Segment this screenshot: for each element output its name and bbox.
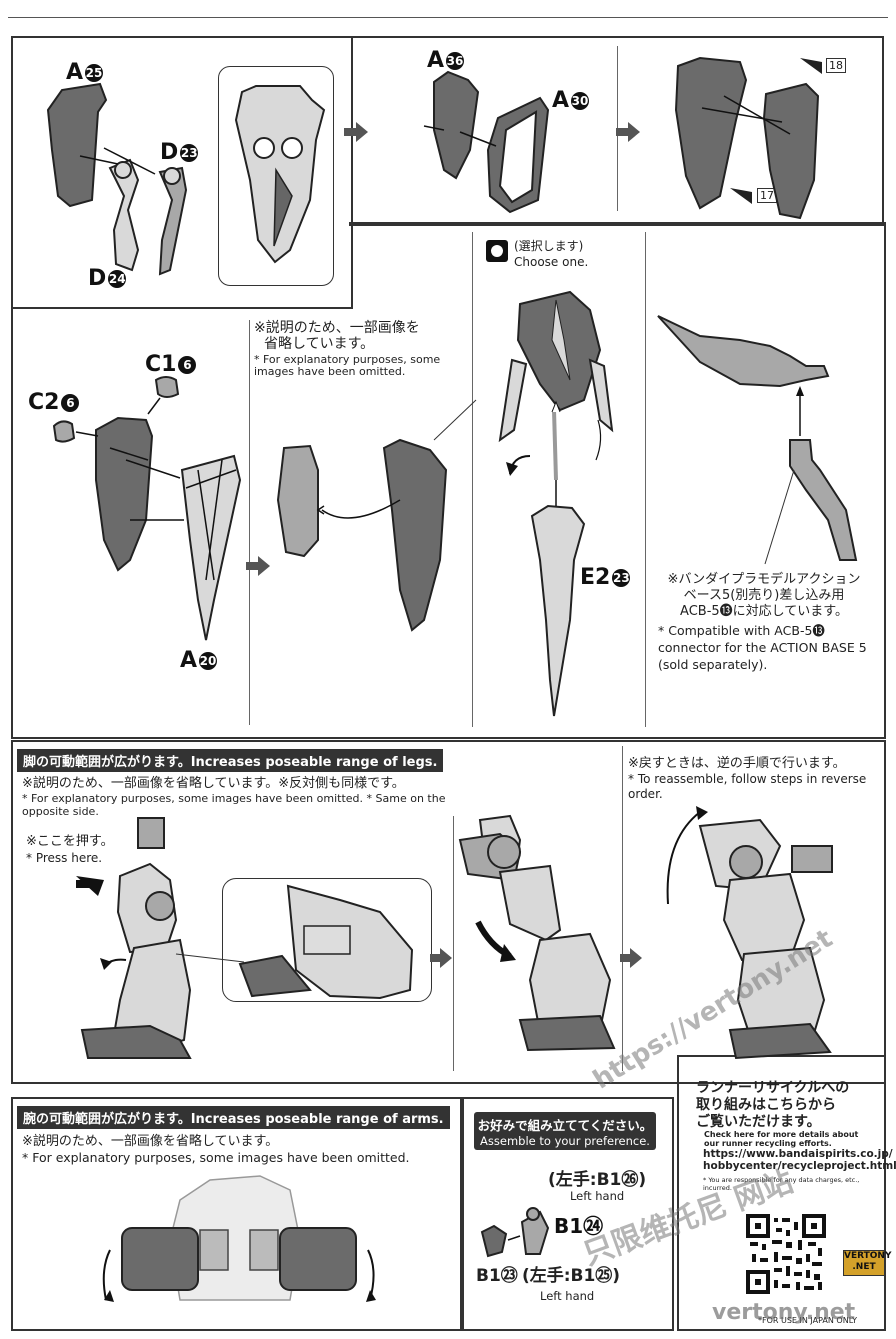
hands-title: お好みで組み立ててください。 Assemble to your preferen…	[474, 1112, 656, 1150]
sep-5	[453, 816, 454, 1071]
legs-illustration	[76, 806, 833, 1060]
sep-6	[622, 746, 623, 1071]
recycle-footer: *FOR USE IN JAPAN ONLY	[758, 1316, 857, 1325]
part-fin-left	[498, 358, 528, 443]
mark-17: 17	[757, 188, 777, 203]
step2-omit-note: ※説明のため、一部画像を 省略しています。 * For explanatory …	[254, 320, 441, 378]
panel-hands	[462, 1097, 674, 1331]
part-thigh	[276, 444, 319, 558]
sep-3	[472, 232, 473, 727]
arms-omit-note: ※説明のため、一部画像を省略しています。 * For explanatory p…	[22, 1134, 410, 1165]
leg1-foot	[80, 1024, 192, 1059]
part-combined-front	[762, 82, 820, 220]
panel-step1-left	[11, 36, 353, 309]
part-combined-back	[674, 56, 748, 210]
press-here-note: ※ここを押す。 * Press here.	[26, 834, 114, 865]
reverse-note: ※戻すときは、逆の手順で行います。 * To reassemble, follo…	[628, 756, 867, 801]
sep-2	[249, 320, 250, 725]
step2-illustration	[52, 290, 858, 717]
panel-step2	[11, 222, 886, 739]
step1-illustration	[46, 56, 822, 276]
part-d24	[108, 158, 140, 272]
arms-banner: 腕の可動範囲が広がります。Increases poseable range of…	[17, 1106, 450, 1129]
part-sword	[657, 315, 830, 388]
hand-b123: B1㉓ (左手:B1㉕)	[476, 1266, 621, 1286]
recycle-title: ランナーリサイクルへの 取り組みはこちらから ご覧いただけます。	[696, 1080, 850, 1130]
leg2-shin	[498, 864, 562, 942]
inset-box-1	[218, 66, 334, 286]
legs-omit-note: ※説明のため、一部画像を省略しています。※反対側も同様です。 * For exp…	[22, 776, 446, 818]
label-b124: B1㉔	[554, 1214, 604, 1238]
part-base-arm	[789, 439, 858, 561]
top-rule	[8, 17, 888, 18]
part-e2	[530, 504, 586, 717]
sep-4	[645, 232, 646, 727]
action-base-note: ※バンダイプラモデルアクション ベース5(別売り)差し込み用 ACB-5⓭に対応…	[658, 572, 867, 672]
leg2-foot	[518, 1014, 616, 1052]
part-d23	[158, 166, 188, 276]
recycle-url[interactable]: https://www.bandaispirits.co.jp/ hobbyce…	[703, 1148, 896, 1172]
arm-right	[279, 1227, 357, 1291]
part-a25	[46, 82, 108, 208]
recycle-en: Check here for more details about our ru…	[704, 1130, 859, 1148]
qr-code[interactable]	[746, 1214, 826, 1294]
watermark-bottom: vertony.net	[712, 1300, 856, 1325]
mark-18: 18	[826, 58, 846, 73]
recycle-fine: * You are responsible for any data charg…	[703, 1176, 860, 1192]
choose-icon	[486, 240, 508, 262]
part-a36	[433, 70, 480, 180]
leg-zoom-inset	[222, 878, 432, 1002]
part-fin-right	[588, 358, 614, 433]
inset-part	[234, 85, 326, 264]
choose-note: (選択します) Choose one.	[514, 239, 589, 269]
panel-legs	[11, 740, 886, 1084]
part-skirt-side	[382, 438, 448, 632]
hand-left-bottom-en: Left hand	[540, 1289, 595, 1303]
part-skirt-main	[95, 416, 154, 572]
vertony-badge: VERTONY .NET	[843, 1250, 891, 1276]
panel-arms	[11, 1097, 462, 1331]
hand-part-1	[480, 1224, 508, 1258]
hand-left-top: (左手:B1㉖) Left hand	[548, 1170, 647, 1204]
qr-code-pattern	[746, 1214, 826, 1294]
panel-step1-right	[349, 36, 884, 226]
arm-left	[121, 1227, 199, 1291]
rule-step2-top	[349, 222, 884, 224]
legs-banner: 脚の可動範囲が広がります。Increases poseable range of…	[17, 749, 444, 772]
